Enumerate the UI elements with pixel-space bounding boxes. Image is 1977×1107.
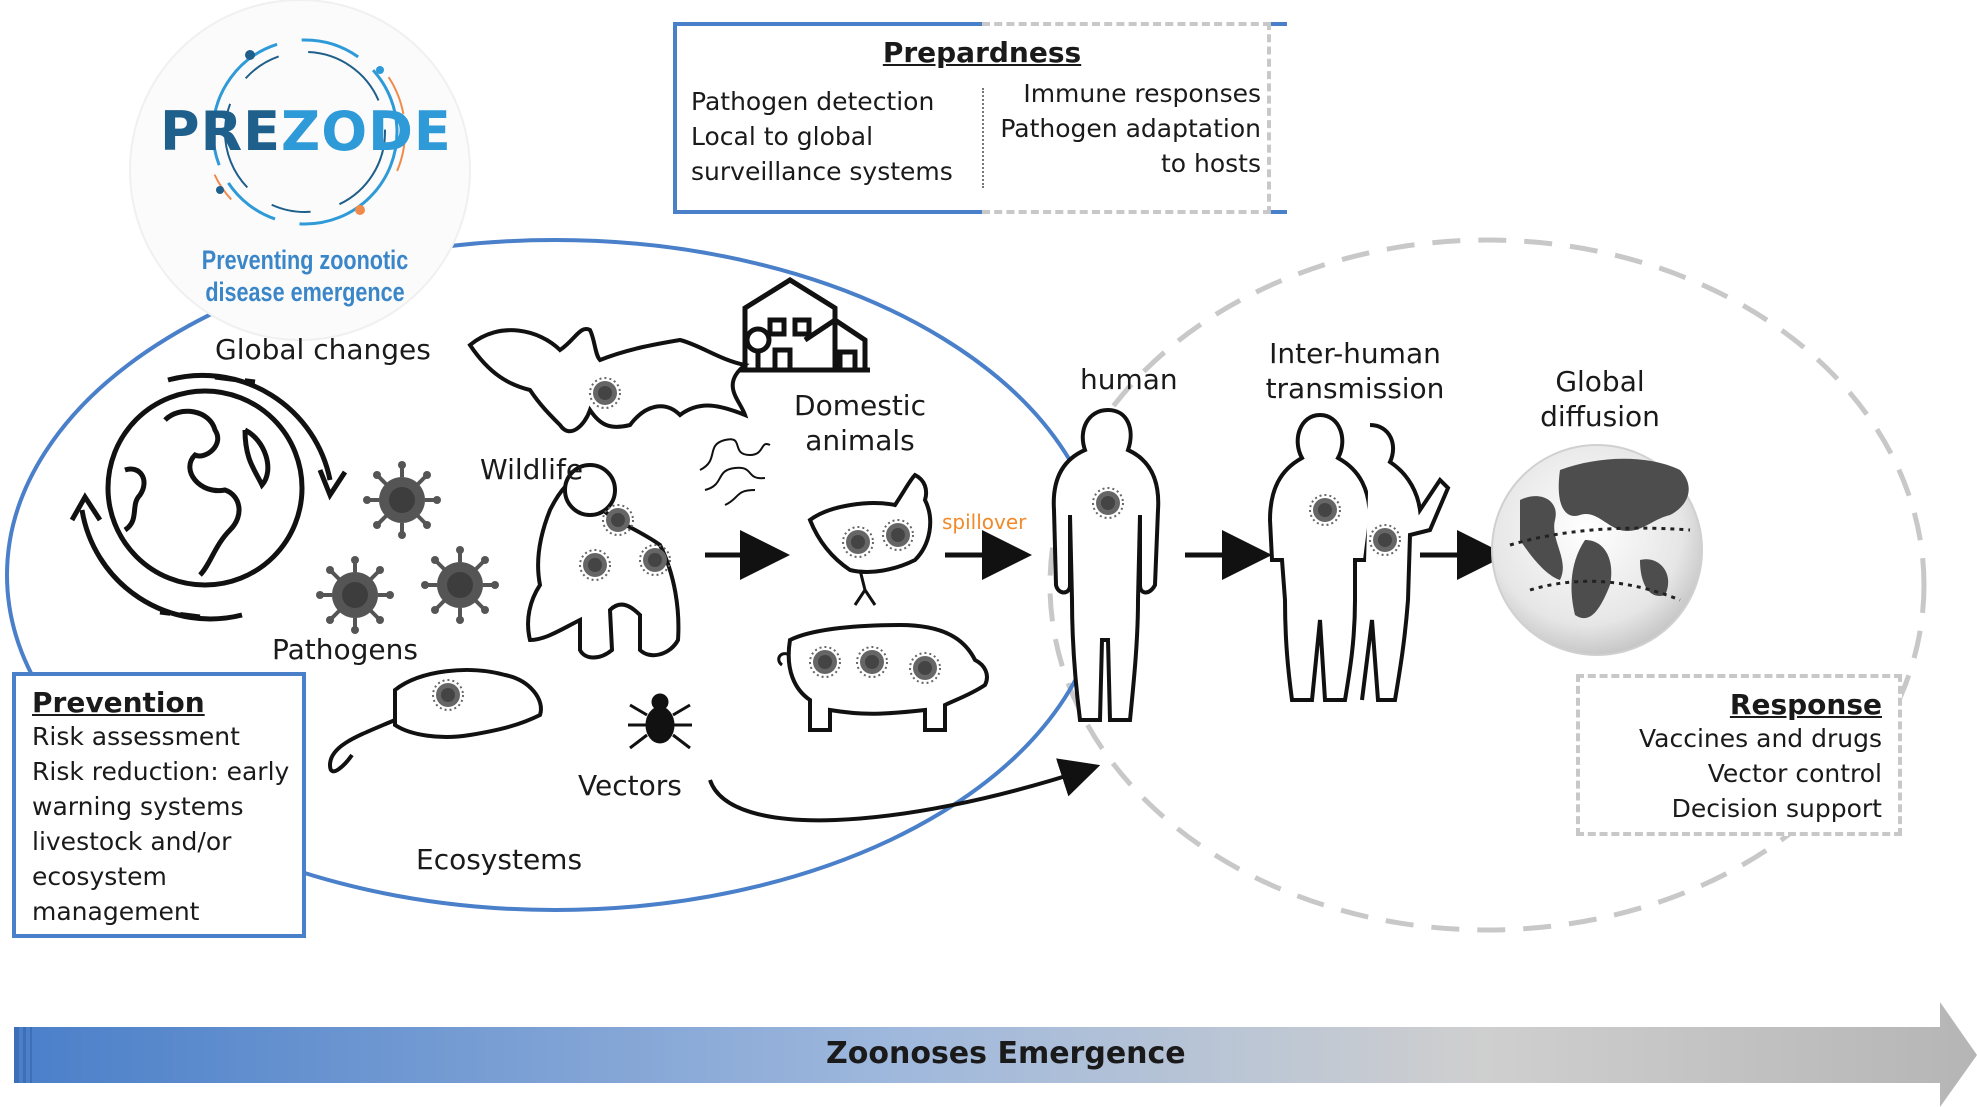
label-inter-human-line-2: transmission [1265, 372, 1445, 405]
label-spillover: spillover [942, 510, 1027, 534]
earth-globe-icon [105, 388, 305, 588]
preparedness-item: Local to global [691, 122, 874, 151]
prevention-item: management [32, 897, 200, 926]
response-item: Decision support [1671, 794, 1882, 823]
preparedness-item: Immune responses [1023, 79, 1261, 108]
response-title: Response [1729, 688, 1882, 721]
preparedness-box: Prepardness Pathogen detection Local to … [673, 22, 1287, 214]
world-map-globe-icon [1491, 444, 1703, 656]
logo-tagline: Preventing zoonotic disease emergence [189, 244, 421, 308]
label-inter-human-line-1: Inter-human [1269, 337, 1441, 370]
farm-house-icon [740, 277, 870, 373]
logo-word-dark: PREZODE [160, 100, 452, 163]
human-silhouette-icon [1051, 407, 1161, 722]
mouse-icon [327, 668, 543, 774]
virus-icon [314, 554, 396, 636]
label-vectors: Vectors [578, 769, 682, 802]
label-inter-human-transmission: Inter-human transmission [1255, 336, 1455, 406]
prevention-item: ecosystem [32, 862, 167, 891]
gorilla-icon [526, 463, 681, 660]
label-domestic-line-2: animals [805, 424, 915, 457]
response-item: Vaccines and drugs [1639, 724, 1882, 753]
label-global-changes: Global changes [215, 333, 431, 366]
zoonoses-emergence-arrow [14, 1002, 1977, 1107]
response-item: Vector control [1707, 759, 1882, 788]
preparedness-divider [982, 88, 984, 188]
preparedness-left-list: Pathogen detection Local to global surve… [691, 84, 953, 189]
bat-icon [467, 327, 750, 434]
label-global-diffusion: Global diffusion [1520, 364, 1680, 434]
label-wildlife: Wildlife [480, 453, 584, 486]
tagline-line-2: disease emergence [205, 277, 405, 307]
prevention-item: warning systems [32, 792, 244, 821]
prevention-item: livestock and/or [32, 827, 232, 856]
tagline-line-1: Preventing zoonotic [201, 245, 409, 275]
tick-icon [628, 693, 692, 750]
virus-icon [361, 459, 443, 541]
label-domestic-animals: Domestic animals [780, 388, 940, 458]
preparedness-box-dashed-side [982, 22, 1271, 214]
prevention-item: Risk assessment [32, 722, 240, 751]
prevention-item: Risk reduction: early [32, 757, 290, 786]
preparedness-item: Pathogen adaptation [1000, 114, 1261, 143]
preparedness-item: to hosts [1160, 149, 1261, 178]
zoonoses-emergence-label: Zoonoses Emergence [826, 1036, 1186, 1071]
arrow-vectors-to-human [708, 758, 1101, 823]
logo-zode: ZODE [281, 100, 452, 163]
logo-pre: PRE [160, 100, 282, 163]
virus-icon [419, 544, 501, 626]
cycle-arrows-icon [69, 372, 348, 622]
label-ecosystems: Ecosystems [416, 843, 583, 876]
pig-icon [777, 622, 989, 732]
preparedness-item: Pathogen detection [691, 87, 935, 116]
prevention-title: Prevention [32, 686, 205, 719]
worms-icon [699, 438, 771, 506]
logo-rings-icon [204, 31, 406, 233]
label-domestic-line-1: Domestic [794, 389, 926, 422]
label-global-diffusion-line-2: diffusion [1540, 400, 1660, 433]
label-human: human [1080, 363, 1178, 396]
label-pathogens: Pathogens [272, 633, 418, 666]
label-global-diffusion-line-1: Global [1555, 365, 1645, 398]
couple-silhouette-icon [1267, 412, 1451, 702]
preparedness-title: Prepardness [882, 36, 1082, 69]
prevention-box: Prevention Risk assessment Risk reductio… [12, 672, 306, 938]
chicken-icon [807, 472, 933, 606]
preparedness-item: surveillance systems [691, 157, 953, 186]
human-sphere-outline [1047, 237, 1927, 933]
response-box: Response Vaccines and drugs Vector contr… [1576, 674, 1902, 836]
preparedness-right-list: Immune responses Pathogen adaptation to … [1000, 76, 1261, 181]
